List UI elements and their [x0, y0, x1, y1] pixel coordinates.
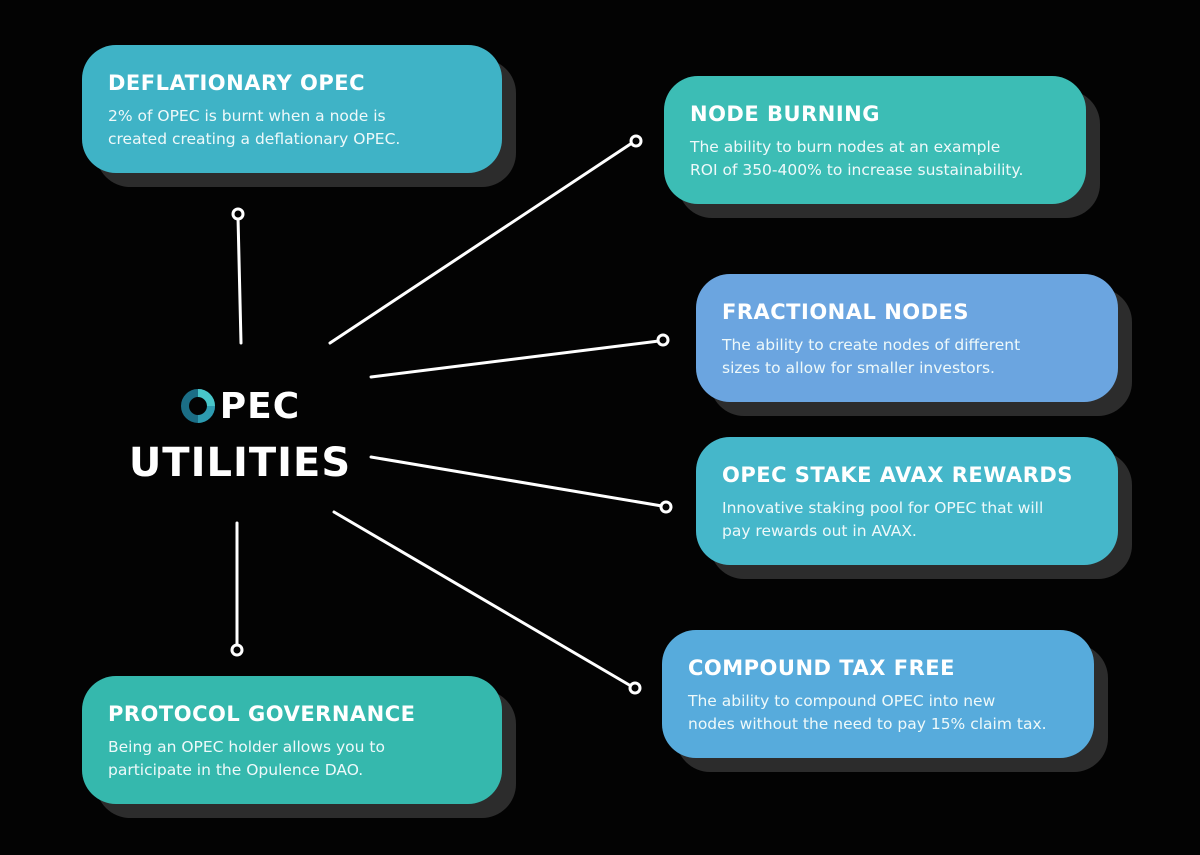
card-title: NODE BURNING	[690, 102, 880, 126]
card-protocol-governance: PROTOCOL GOVERNANCE Being an OPEC holder…	[82, 676, 502, 804]
card-node-burning: NODE BURNING The ability to burn nodes a…	[664, 76, 1086, 204]
connector-fractional	[369, 339, 661, 379]
card-description: The ability to create nodes of different…	[722, 334, 1092, 380]
connector-node-burning	[328, 141, 634, 345]
center-title: PEC UTILITIES	[120, 378, 360, 487]
card-deflationary-opec: DEFLATIONARY OPEC 2% of OPEC is burnt wh…	[82, 45, 502, 173]
card-description: Innovative staking pool for OPEC that wi…	[722, 497, 1092, 543]
brand-text: PEC	[219, 385, 301, 427]
card-description-line: created creating a deflationary OPEC.	[108, 130, 401, 148]
card-compound-tax-free: COMPOUND TAX FREE The ability to compoun…	[662, 630, 1094, 758]
connector-node-deflationary	[231, 207, 245, 221]
connector-deflationary	[236, 215, 243, 345]
card-fractional-nodes: FRACTIONAL NODES The ability to create n…	[696, 274, 1118, 402]
card-description: The ability to burn nodes at an example …	[690, 136, 1060, 182]
card-title: FRACTIONAL NODES	[722, 300, 970, 324]
opec-logo-icon	[180, 389, 215, 423]
card-description-line: 2% of OPEC is burnt when a node is	[108, 107, 386, 125]
card-description-line: Being an OPEC holder allows you to	[108, 738, 385, 756]
card-description: 2% of OPEC is burnt when a node is creat…	[108, 105, 476, 151]
card-opec-stake-avax-rewards: OPEC STAKE AVAX REWARDS Innovative staki…	[696, 437, 1118, 565]
card-title: OPEC STAKE AVAX REWARDS	[722, 463, 1073, 487]
utilities-heading: UTILITIES	[128, 440, 352, 486]
card-description-line: nodes without the need to pay 15% claim …	[688, 715, 1047, 733]
connector-node-fractional	[656, 333, 670, 347]
card-description: Being an OPEC holder allows you to parti…	[108, 736, 476, 782]
card-description-line: Innovative staking pool for OPEC that wi…	[722, 499, 1044, 517]
card-title: DEFLATIONARY OPEC	[108, 71, 365, 95]
card-description-line: sizes to allow for smaller investors.	[722, 359, 995, 377]
connector-compound	[332, 510, 633, 688]
connector-node-compound	[628, 681, 642, 695]
card-description-line: The ability to compound OPEC into new	[688, 692, 996, 710]
connector-stake	[369, 455, 664, 508]
connector-node-stake	[659, 500, 673, 514]
card-description-line: The ability to burn nodes at an example	[690, 138, 1001, 156]
card-title: PROTOCOL GOVERNANCE	[108, 702, 416, 726]
connector-node-governance	[230, 643, 244, 657]
connector-node-node-burning	[629, 134, 643, 148]
card-description-line: ROI of 350-400% to increase sustainabili…	[690, 161, 1024, 179]
card-description-line: participate in the Opulence DAO.	[108, 761, 364, 779]
card-description-line: The ability to create nodes of different	[722, 336, 1021, 354]
brand-row: PEC	[120, 378, 360, 434]
card-description-line: pay rewards out in AVAX.	[722, 522, 917, 540]
card-title: COMPOUND TAX FREE	[688, 656, 955, 680]
card-description: The ability to compound OPEC into new no…	[688, 690, 1068, 736]
